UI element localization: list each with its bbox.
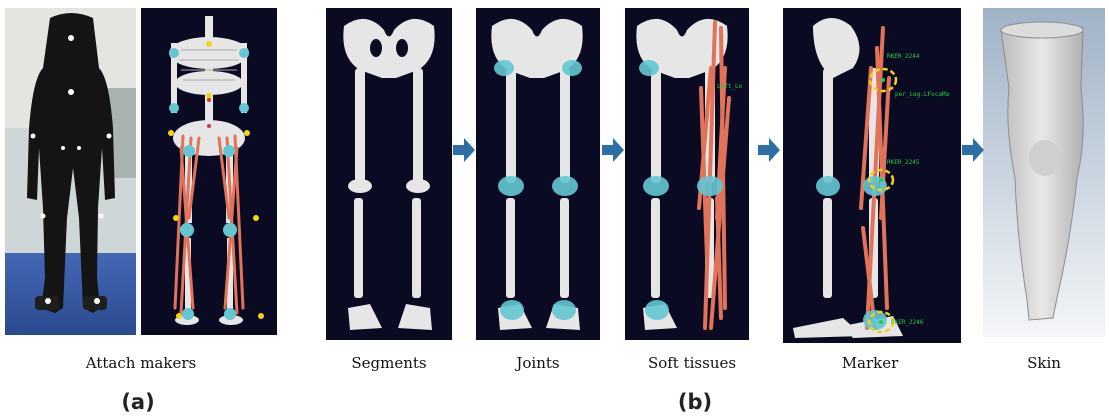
arrow-right-icon bbox=[453, 137, 475, 163]
arrow-right-icon bbox=[758, 137, 780, 163]
caption-segments: Segments bbox=[319, 354, 459, 372]
soft-tissue-tag: Left_Lo bbox=[717, 83, 743, 90]
caption-joints: Joints bbox=[468, 354, 608, 372]
caption-skin: Skin bbox=[974, 354, 1109, 372]
marker-tag-1: RKER_2244 bbox=[887, 53, 920, 60]
subject-photo bbox=[5, 8, 136, 335]
soft-tissues-panel: Left_Lo bbox=[625, 8, 749, 340]
skin-panel bbox=[983, 8, 1105, 337]
arrow-right-icon bbox=[962, 137, 984, 163]
caption-marker: Marker bbox=[800, 354, 940, 372]
marker-tag-3: RKER_2246 bbox=[891, 319, 924, 326]
segments-panel bbox=[326, 8, 452, 340]
label-b: (b) bbox=[665, 390, 725, 414]
marker-tag-2: RKER_2245 bbox=[887, 159, 920, 166]
arrow-right-icon bbox=[602, 137, 624, 163]
caption-attach-makers: Attach makers bbox=[71, 354, 211, 372]
joints-panel bbox=[476, 8, 600, 340]
caption-soft-tissues: Soft tissues bbox=[622, 354, 762, 372]
skeleton-model-full bbox=[141, 8, 277, 335]
marker-panel: RKER_2244 per_Leg.LFocaMa RKER_2245 RKER… bbox=[783, 8, 961, 343]
marker-tag-4: per_Leg.LFocaMa bbox=[895, 91, 950, 98]
label-a: (a) bbox=[108, 390, 168, 414]
